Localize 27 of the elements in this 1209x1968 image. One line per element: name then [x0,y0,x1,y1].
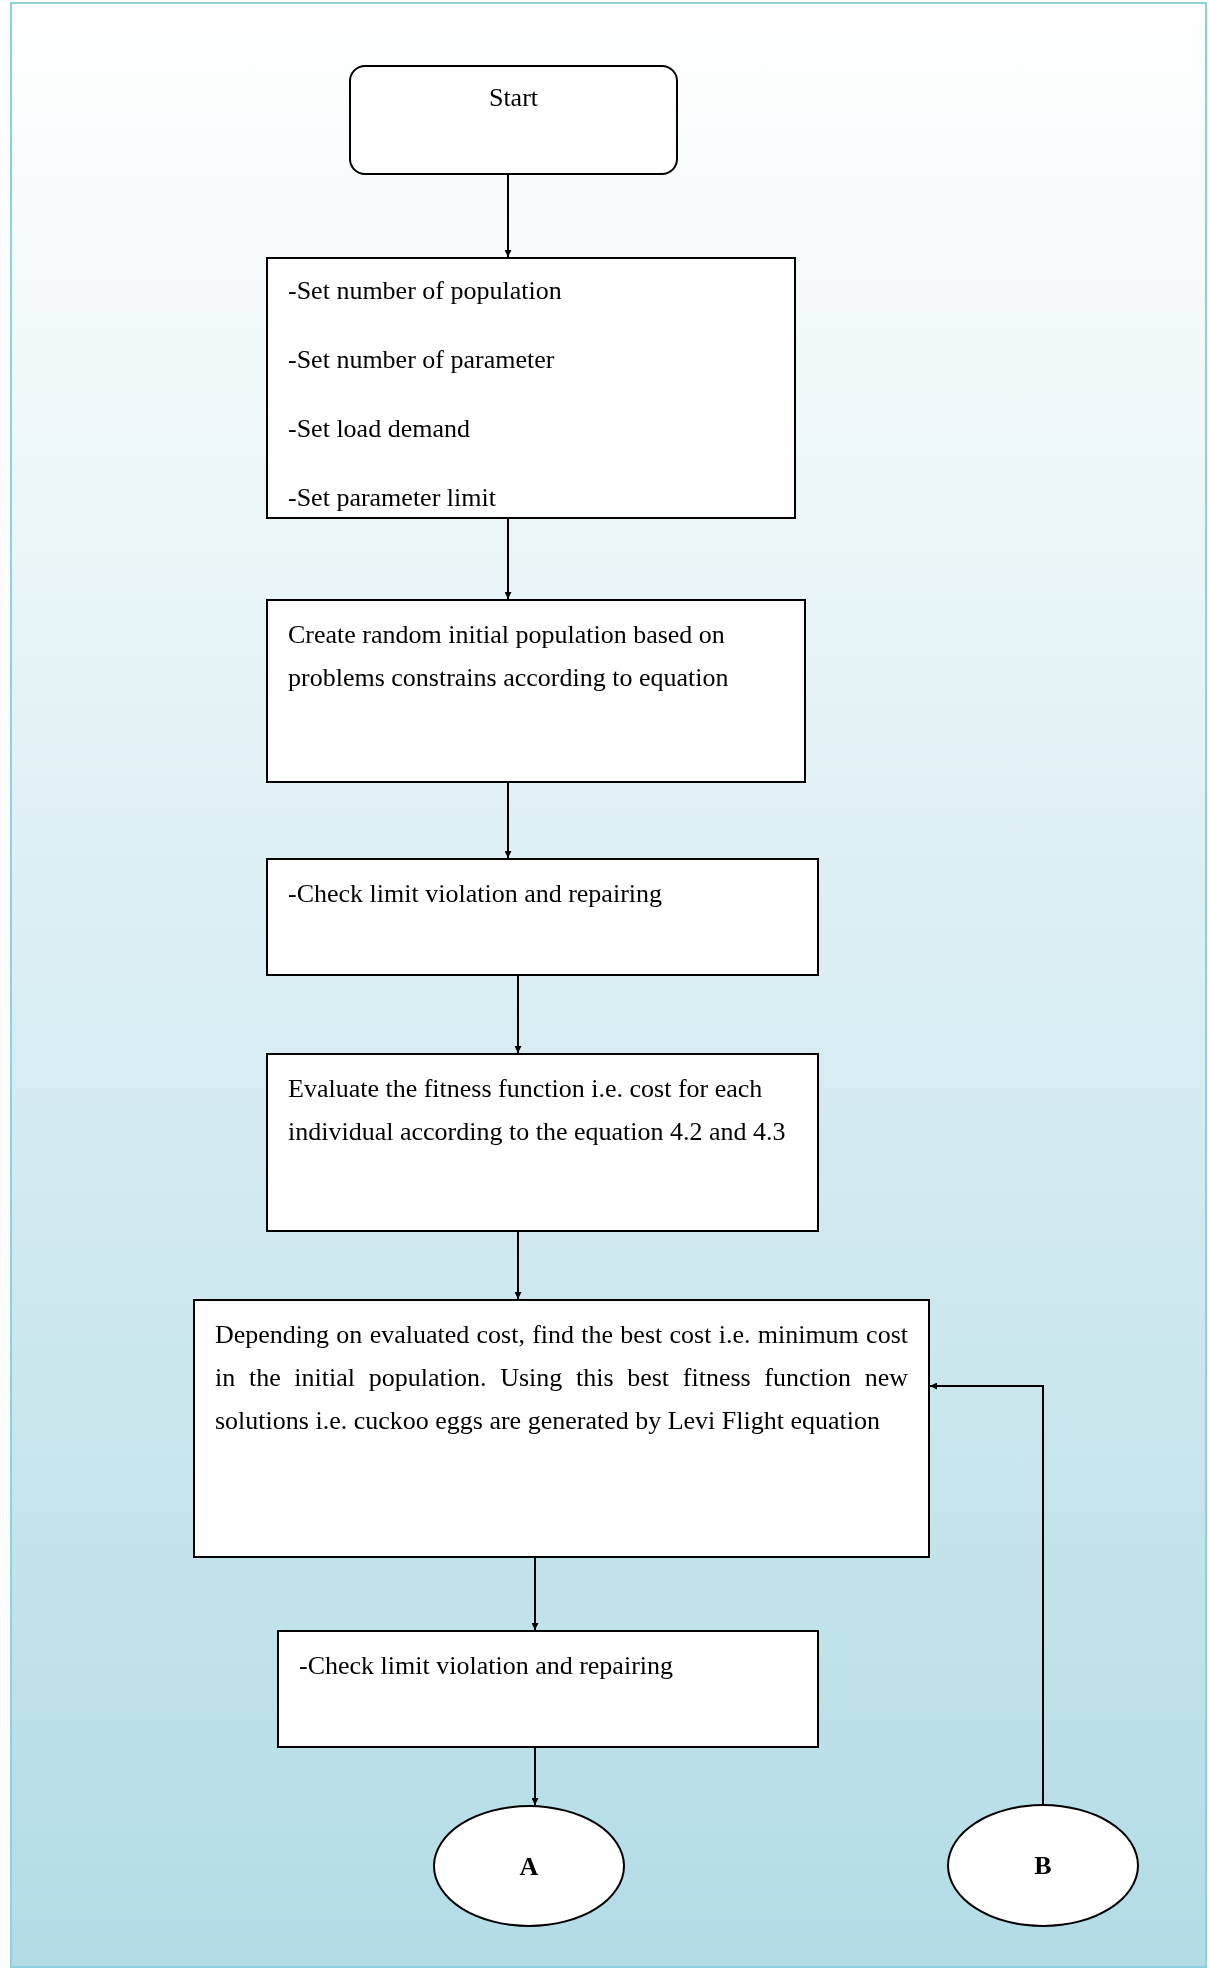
terminal-label: Start [488,82,539,114]
process-text: -Set number of population [288,275,563,307]
connector-label: A [519,1850,539,1883]
arrow [504,782,512,859]
process-text: Depending on evaluated cost, find the best cost i.e. minimum cost in the initial population. Using this best fitness function new solutions i.e. cuckoo eggs are generated by Levi Flight equation [215,1319,908,1437]
process-text: -Check limit violation and repairing [288,878,664,910]
terminal-box [349,65,678,175]
process-box [266,599,806,783]
process-box [266,1053,819,1232]
process-text: Create random initial population based on problems constrains according to equation [288,619,730,694]
process-text: -Check limit violation and repairing [299,1650,675,1682]
process-box [277,1630,819,1748]
process-text: -Set number of parameter [288,344,556,376]
arrow [531,1557,539,1631]
connector-label: B [1034,1850,1052,1882]
process-box [266,858,819,976]
process-box [193,1299,930,1558]
arrow [514,1231,522,1300]
arrow [504,174,512,258]
process-text: Evaluate the fitness function i.e. cost for each individual according to the equation 4.2 and 4.3 [288,1073,787,1148]
process-text: -Set load demand [288,413,471,445]
process-text: -Set parameter limit [288,482,497,514]
arrow [929,1382,1044,1805]
arrow [504,518,512,600]
arrow [514,975,522,1054]
arrow [531,1747,539,1806]
process-box [266,257,796,519]
